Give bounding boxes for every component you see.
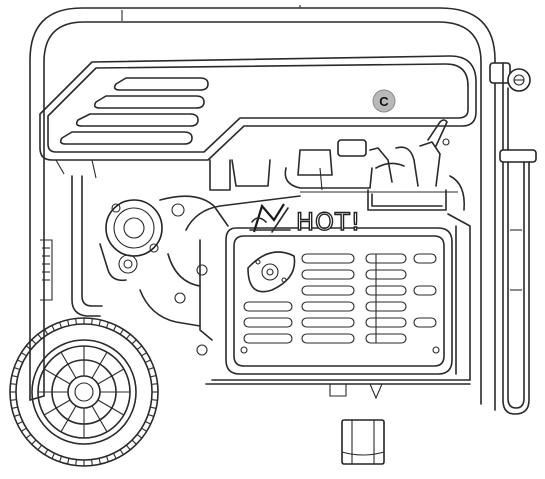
fuel-tank <box>39 55 477 179</box>
tread-tick <box>131 339 137 345</box>
tread-tick <box>31 439 37 445</box>
tread-tick <box>75 459 77 466</box>
tread-tick <box>131 439 137 445</box>
tread-tick <box>51 325 55 331</box>
tubular-frame <box>29 5 496 411</box>
handle-pivot-knob <box>507 68 531 92</box>
tread-tick <box>119 329 124 335</box>
muffler-heat-shield <box>225 227 453 375</box>
tread-tick <box>136 345 143 351</box>
tread-tick <box>17 359 23 363</box>
tread-tick <box>141 352 147 357</box>
tread-tick <box>150 406 157 410</box>
wheel-tread <box>10 318 158 466</box>
tread-tick <box>37 444 43 451</box>
side-bracket <box>40 175 103 317</box>
tread-tick <box>148 367 155 371</box>
starter-motor <box>99 195 229 327</box>
tread-tick <box>91 318 93 325</box>
tread-tick <box>11 374 18 378</box>
tread-tick <box>119 449 124 455</box>
tread-tick <box>125 444 131 451</box>
tread-tick <box>13 413 20 417</box>
tread-tick <box>150 374 157 378</box>
wheel-spoke <box>43 368 71 385</box>
tread-tick <box>91 459 93 466</box>
tread-tick <box>25 345 32 351</box>
handle-bar <box>489 62 537 415</box>
wheel-spoke <box>60 405 77 433</box>
tread-tick <box>113 325 117 331</box>
wheel-spoke <box>97 399 125 416</box>
callout-label: C <box>379 94 389 109</box>
tread-tick <box>17 421 23 425</box>
tread-tick <box>66 319 70 326</box>
tread-tick <box>151 383 158 385</box>
wheel-spoke <box>60 351 77 379</box>
tread-tick <box>75 318 77 325</box>
tread-tick <box>51 453 55 459</box>
tread-tick <box>21 352 27 357</box>
wheel-spoke <box>91 351 108 379</box>
tread-tick <box>31 339 37 345</box>
tread-tick <box>25 433 32 439</box>
tread-tick <box>113 453 117 459</box>
wheel-spokes <box>38 346 130 438</box>
tread-tick <box>125 333 131 340</box>
tread-tick <box>21 427 27 432</box>
engine-top <box>209 119 466 211</box>
foot-post <box>341 419 385 465</box>
tread-tick <box>59 456 63 463</box>
tread-tick <box>11 406 18 410</box>
tread-tick <box>136 433 143 439</box>
tread-tick <box>145 421 151 425</box>
tread-tick <box>98 319 102 326</box>
tread-tick <box>37 333 43 340</box>
tread-tick <box>148 413 155 417</box>
tread-tick <box>105 321 109 328</box>
tread-tick <box>44 449 49 455</box>
hot-warning-label: HOT! <box>296 208 361 236</box>
tread-tick <box>59 321 63 328</box>
engine-block <box>185 195 471 400</box>
tread-tick <box>141 427 147 432</box>
tread-tick <box>44 329 49 335</box>
tread-tick <box>10 383 17 385</box>
hot-warning-symbol <box>249 203 291 233</box>
callout-marker: C <box>372 89 396 113</box>
tread-tick <box>145 359 151 363</box>
wheel-spoke <box>43 399 71 416</box>
tread-tick <box>151 399 158 401</box>
tread-tick <box>13 367 20 371</box>
wheel-spoke <box>91 405 108 433</box>
tread-tick <box>10 399 17 401</box>
tread-tick <box>98 458 102 465</box>
tread-tick <box>105 456 109 463</box>
wheel-spoke <box>97 368 125 385</box>
tread-tick <box>66 458 70 465</box>
